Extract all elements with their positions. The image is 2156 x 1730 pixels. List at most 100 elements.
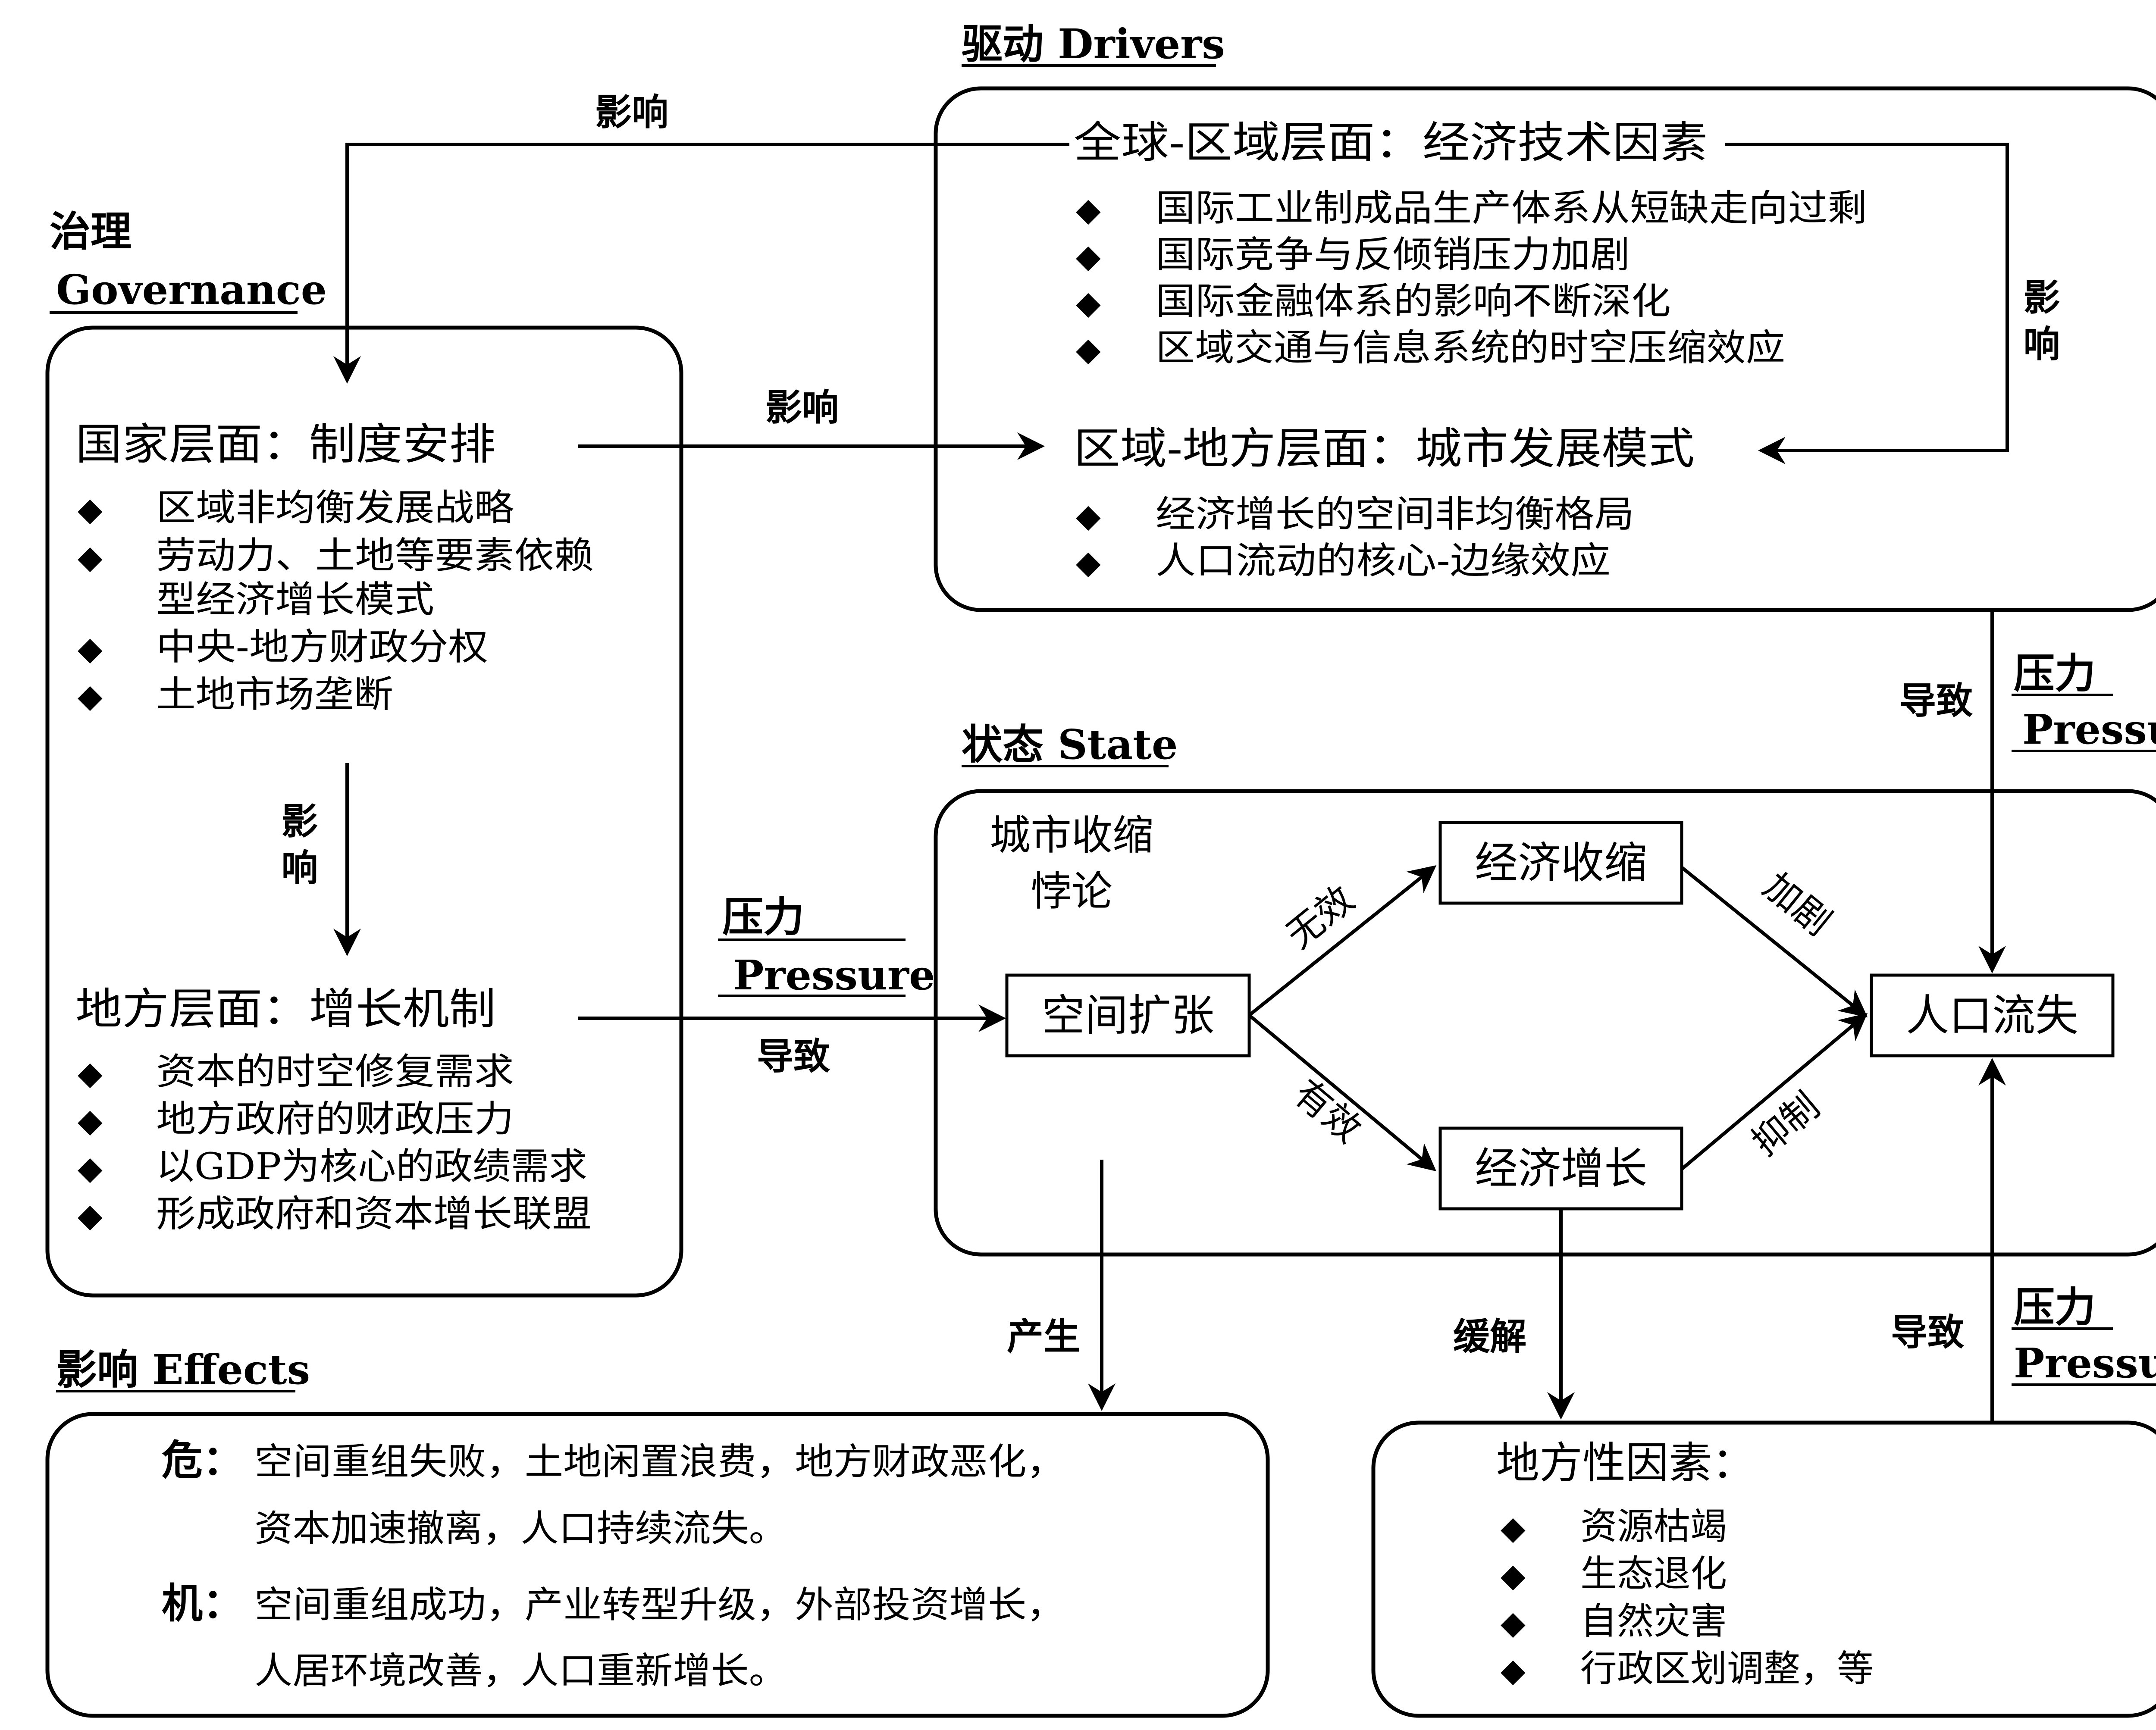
- local-item: 地方政府的财政压力: [156, 1098, 514, 1141]
- bullet-icon: ◆: [1076, 284, 1101, 322]
- aggravate-label: 加剧: [1755, 865, 1839, 944]
- regional-item: 人口流动的核心-边缘效应: [1156, 540, 1611, 582]
- effects-box: [45, 1412, 1270, 1718]
- restrain-label: 抑制: [1744, 1085, 1828, 1164]
- bullet-icon: ◆: [78, 490, 103, 528]
- local-factor-item: 生态退化: [1580, 1553, 1727, 1595]
- pressure-label-cn: 压力: [722, 893, 804, 941]
- risk-text: 资本加速撤离，人口持续流失。: [254, 1508, 787, 1550]
- effective-label: 有效: [1285, 1072, 1369, 1151]
- drivers-header: 驱动 Drivers: [962, 20, 1225, 68]
- influence-label-middle: 影响: [765, 386, 839, 429]
- regional-item-list: ◆ 经济增长的空间非均衡格局 ◆ 人口流动的核心-边缘效应: [1076, 493, 1634, 582]
- influence-label-top: 影响: [595, 91, 668, 134]
- paradox-label: 城市收缩: [990, 812, 1153, 859]
- governance-box: [45, 325, 683, 1298]
- bullet-icon: ◆: [1501, 1651, 1526, 1689]
- lead-to-label: 导致: [757, 1035, 830, 1078]
- pressure-label-en: Pressure: [2014, 1339, 2156, 1387]
- pressure-label-cn: 压力: [2014, 1283, 2096, 1331]
- global-item: 国际工业制成品生产体系从短缺走向过剩: [1156, 187, 1867, 230]
- local-factor-item: 资源枯竭: [1580, 1505, 1727, 1548]
- opportunity-label: 机：: [162, 1580, 244, 1627]
- pressure-label-en: Pressure: [2022, 706, 2156, 754]
- national-level-title: 国家层面：制度安排: [75, 419, 496, 469]
- ineffective-label: 无效: [1279, 878, 1362, 957]
- national-item: 中央-地方财政分权: [156, 626, 488, 669]
- national-item-continued: 型经济增长模式: [156, 579, 434, 621]
- opportunity-text: 空间重组成功，产业转型升级，外部投资增长，: [254, 1584, 1065, 1627]
- bullet-icon: ◆: [1501, 1556, 1526, 1594]
- lead-to-label: 导致: [1891, 1311, 1964, 1354]
- drivers-box: [934, 86, 2156, 612]
- econ-growth-node: [1438, 1126, 1683, 1211]
- lead-to-label: 导致: [1899, 679, 1973, 723]
- opportunity-text: 人居环境改善，人口重新增长。: [254, 1650, 787, 1692]
- bullet-icon: ◆: [1076, 330, 1101, 368]
- national-item: 土地市场垄断: [156, 673, 393, 716]
- influence-arrow-global-to-national: [333, 143, 1069, 384]
- bullet-icon: ◆: [78, 1149, 103, 1187]
- influence-label-right-1: 影: [2023, 276, 2060, 319]
- effects-header: 影响 Effects: [56, 1346, 310, 1394]
- local-factors-title: 地方性因素：: [1496, 1438, 1755, 1488]
- arrow-aggravate: [1680, 866, 1868, 1018]
- global-item: 区域交通与信息系统的时空压缩效应: [1156, 327, 1785, 369]
- influence-arrow-global-to-regional: [1725, 143, 2009, 464]
- bullet-icon: ◆: [78, 1196, 103, 1234]
- state-box: [934, 789, 2156, 1257]
- bullet-icon: ◆: [78, 1054, 103, 1092]
- influence-label-right-2: 响: [2023, 323, 2060, 366]
- influence-label-governance-2: 响: [281, 847, 318, 890]
- bullet-icon: ◆: [78, 538, 103, 576]
- local-item-list: ◆ 资本的时空修复需求 ◆ 地方政府的财政压力 ◆ 以GDP为核心的政绩需求 ◆…: [78, 1051, 592, 1236]
- pop-loss-label: 人口流失: [1906, 990, 2078, 1041]
- bullet-icon: ◆: [1076, 497, 1101, 535]
- econ-growth-label: 经济增长: [1475, 1143, 1647, 1194]
- global-item: 国际金融体系的影响不断深化: [1156, 280, 1671, 323]
- global-item: 国际竞争与反倾销压力加剧: [1156, 234, 1630, 276]
- produce-label: 产生: [1007, 1315, 1080, 1358]
- governance-header-en: Governance: [56, 266, 327, 314]
- local-item: 形成政府和资本增长联盟: [156, 1193, 592, 1236]
- local-level-title: 地方层面：增长机制: [75, 984, 496, 1034]
- risk-label: 危：: [162, 1436, 244, 1484]
- econ-shrink-node: [1438, 821, 1683, 905]
- global-item-list: ◆ 国际工业制成品生产体系从短缺走向过剩 ◆ 国际竞争与反倾销压力加剧 ◆ 国际…: [1076, 187, 1867, 369]
- expansion-label: 空间扩张: [1042, 990, 1214, 1041]
- arrow-effective: [1248, 1014, 1437, 1172]
- arrow-restrain: [1680, 1013, 1868, 1171]
- national-item: 区域非均衡发展战略: [156, 487, 514, 529]
- governance-header-cn: 治理: [50, 208, 132, 256]
- pressure-label-cn: 压力: [2014, 650, 2096, 698]
- bullet-icon: ◆: [78, 629, 103, 667]
- global-regional-title: 全球-区域层面：经济技术因素: [1074, 117, 1708, 168]
- bullet-icon: ◆: [78, 677, 103, 715]
- regional-item: 经济增长的空间非均衡格局: [1156, 493, 1634, 536]
- risk-text: 空间重组失败，土地闲置浪费，地方财政恶化，: [254, 1441, 1065, 1483]
- paradox-label: 悖论: [1031, 868, 1112, 915]
- influence-label-governance-1: 影: [281, 800, 318, 843]
- local-factor-item: 自然灾害: [1580, 1600, 1727, 1643]
- bullet-icon: ◆: [1076, 543, 1101, 581]
- arrow-ineffective: [1248, 865, 1437, 1017]
- relieve-label: 缓解: [1453, 1315, 1526, 1358]
- national-item: 劳动力、土地等要素依赖: [156, 535, 594, 577]
- econ-shrink-label: 经济收缩: [1475, 838, 1647, 888]
- expansion-node: [1005, 973, 1251, 1057]
- bullet-icon: ◆: [1076, 191, 1101, 228]
- state-header: 状态 State: [962, 721, 1178, 769]
- local-factors-list: ◆ 资源枯竭 ◆ 生态退化 ◆ 自然灾害 ◆ 行政区划调整，等: [1501, 1505, 1874, 1690]
- bullet-icon: ◆: [78, 1101, 103, 1139]
- local-factor-item: 行政区划调整，等: [1580, 1648, 1874, 1690]
- bullet-icon: ◆: [1501, 1509, 1526, 1547]
- local-item: 资本的时空修复需求: [156, 1051, 514, 1093]
- pop-loss-node: [1870, 973, 2115, 1057]
- local-factors-box: [1371, 1420, 2156, 1718]
- local-item: 以GDP为核心的政绩需求: [156, 1145, 587, 1188]
- bullet-icon: ◆: [1501, 1604, 1526, 1642]
- regional-local-title: 区域-地方层面：城市发展模式: [1074, 423, 1695, 474]
- pressure-label-en: Pressure: [733, 951, 935, 999]
